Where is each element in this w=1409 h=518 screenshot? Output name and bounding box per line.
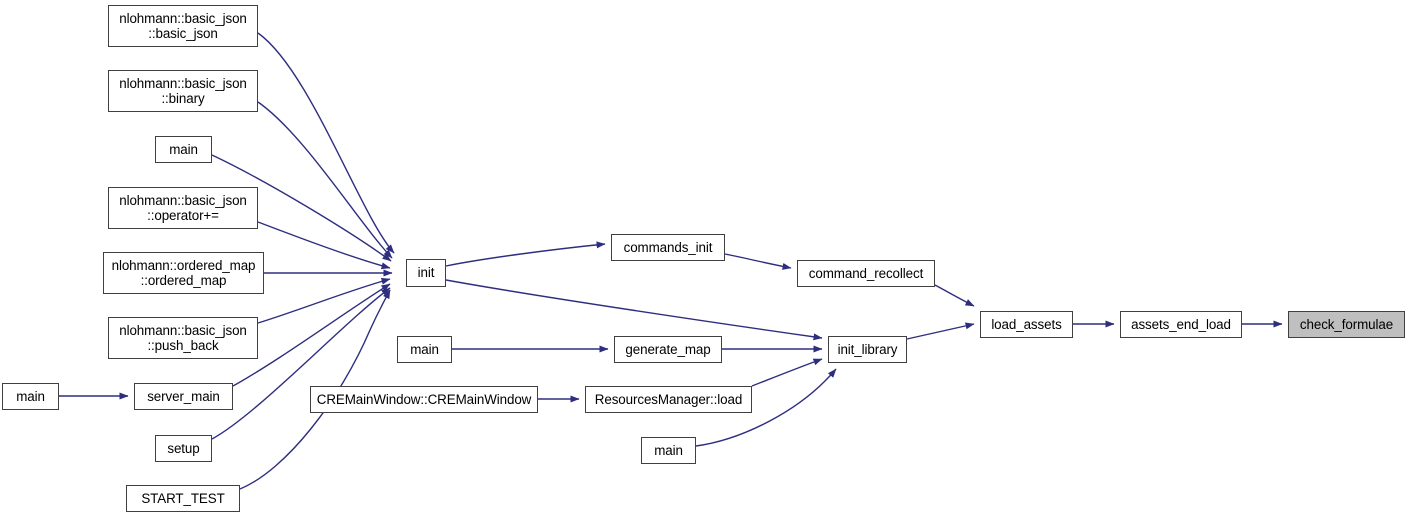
node-label-main_genmap: main <box>410 341 439 357</box>
node-init[interactable]: init <box>406 259 446 287</box>
node-init_library[interactable]: init_library <box>828 336 907 363</box>
node-label-init: init <box>417 265 435 281</box>
edge-commands_init-to-command_recollect <box>724 253 792 270</box>
node-generate_map[interactable]: generate_map <box>614 336 722 363</box>
node-resources_load[interactable]: ResourcesManager::load <box>585 386 752 413</box>
node-label-main_top: main <box>169 141 198 157</box>
node-label-server_main: server_main <box>147 388 220 404</box>
edge-setup-to-init <box>211 287 391 440</box>
node-label-ordered_map: nlohmann::ordered_map ::ordered_map <box>111 257 256 289</box>
edge-init_library-to-load_assets <box>906 322 975 340</box>
node-label-load_assets: load_assets <box>991 316 1062 332</box>
edge-resources_load-to-init_library <box>751 358 823 387</box>
node-server_main[interactable]: server_main <box>134 383 233 410</box>
node-push_back[interactable]: nlohmann::basic_json ::push_back <box>108 317 258 359</box>
node-main_top[interactable]: main <box>155 136 212 163</box>
node-label-main_server: main <box>16 388 45 404</box>
node-main_genmap[interactable]: main <box>397 336 452 363</box>
node-label-setup: setup <box>167 440 200 456</box>
edge-init-to-init_library <box>445 279 823 341</box>
edge-basic_json_plus-to-init <box>257 221 391 270</box>
node-main_initlib[interactable]: main <box>641 437 696 464</box>
node-label-basic_json_ctor: nlohmann::basic_json ::basic_json <box>119 10 247 42</box>
node-label-init_library: init_library <box>837 341 898 357</box>
edge-command_recollect-to-load_assets <box>934 284 975 307</box>
edge-basic_json_ctor-to-init <box>257 32 395 254</box>
node-load_assets[interactable]: load_assets <box>980 311 1073 338</box>
node-label-assets_end_load: assets_end_load <box>1131 316 1231 332</box>
node-commands_init[interactable]: commands_init <box>611 234 725 261</box>
node-start_test[interactable]: START_TEST <box>126 485 240 512</box>
node-command_recollect[interactable]: command_recollect <box>797 260 935 287</box>
node-label-main_initlib: main <box>654 442 683 458</box>
node-basic_json_ctor[interactable]: nlohmann::basic_json ::basic_json <box>108 5 258 47</box>
node-check_formulae[interactable]: check_formulae <box>1288 311 1405 338</box>
edge-basic_json_binary-to-init <box>257 101 393 259</box>
node-basic_json_plus[interactable]: nlohmann::basic_json ::operator+= <box>108 187 258 229</box>
node-label-check_formulae: check_formulae <box>1299 316 1394 332</box>
node-main_server[interactable]: main <box>2 383 59 410</box>
node-label-cremainwindow: CREMainWindow::CREMainWindow <box>316 391 532 407</box>
node-cremainwindow[interactable]: CREMainWindow::CREMainWindow <box>310 386 538 413</box>
node-label-command_recollect: command_recollect <box>808 265 924 281</box>
node-label-start_test: START_TEST <box>141 490 225 506</box>
node-label-push_back: nlohmann::basic_json ::push_back <box>119 322 247 354</box>
node-label-generate_map: generate_map <box>625 341 711 357</box>
node-setup[interactable]: setup <box>155 435 212 462</box>
edge-push_back-to-init <box>257 277 391 324</box>
edge-init-to-commands_init <box>445 241 606 267</box>
node-label-resources_load: ResourcesManager::load <box>594 391 743 407</box>
node-ordered_map[interactable]: nlohmann::ordered_map ::ordered_map <box>103 252 264 294</box>
node-label-commands_init: commands_init <box>623 239 713 255</box>
node-label-basic_json_binary: nlohmann::basic_json ::binary <box>119 75 247 107</box>
node-basic_json_binary[interactable]: nlohmann::basic_json ::binary <box>108 70 258 112</box>
node-label-basic_json_plus: nlohmann::basic_json ::operator+= <box>119 192 247 224</box>
node-assets_end_load[interactable]: assets_end_load <box>1120 311 1242 338</box>
